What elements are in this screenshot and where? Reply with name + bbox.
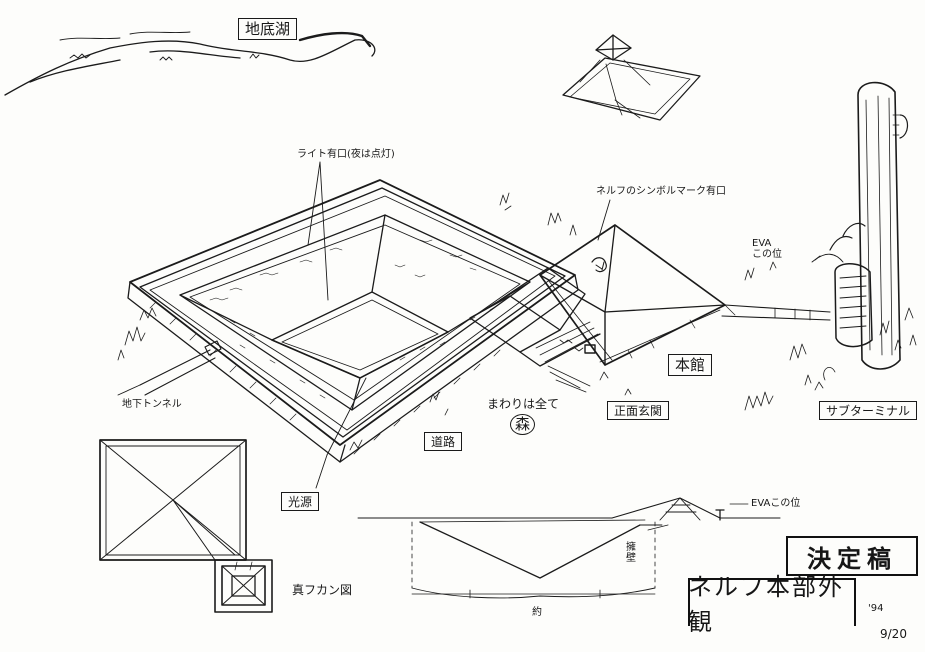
main-pit-terraces [179,214,531,411]
surrounding-forest-label: まわりは全て [487,397,560,411]
forest-label: 森 [510,414,536,435]
final-draft-stamp: 決定稿 [786,536,918,576]
eva-scale-label-top: EVA この位 [752,238,782,260]
retaining-wall-label: 擁 壁 [626,542,636,564]
underground-lake-label: 地底湖 [238,18,298,40]
drawing-title: ネルフ本部外観 [688,573,844,636]
approx-label: 約 [532,607,542,618]
overhead-plan-view [99,439,273,613]
light-pointer-lines [307,161,367,489]
small-pyramid-sketch [562,34,701,121]
date-day: 9/20 [880,627,907,641]
eva-scale-label-section: EVAこの位 [751,498,801,509]
front-entrance-label: 正面玄関 [607,401,670,420]
main-building-label: 本館 [668,354,713,376]
subterminal-connector [721,304,831,321]
date-year: '94 [868,603,884,614]
light-source-label: 光源 [281,492,320,511]
final-draft-text: 決定稿 [807,544,897,573]
underground-lake-hills [4,31,376,96]
road-label: 道路 [424,432,463,451]
road-and-entrance [469,267,601,393]
main-pit-outer-rim [127,179,579,463]
vegetation-scribbles [117,192,917,451]
overhead-view-label: 真フカン図 [292,583,353,597]
symbol-mark-label: ネルフのシンボルマーク有口 [596,186,726,197]
drawing-title-box: ネルフ本部外観 [688,573,856,636]
underground-tunnel [117,340,222,396]
underground-tunnel-label: 地下トンネル [122,399,182,410]
light-window-label: ライト有口(夜は点灯) [297,149,395,160]
cross-section-view [357,497,781,599]
subterminal-label: サブターミナル [819,401,918,420]
subterminal-tower [811,81,909,370]
